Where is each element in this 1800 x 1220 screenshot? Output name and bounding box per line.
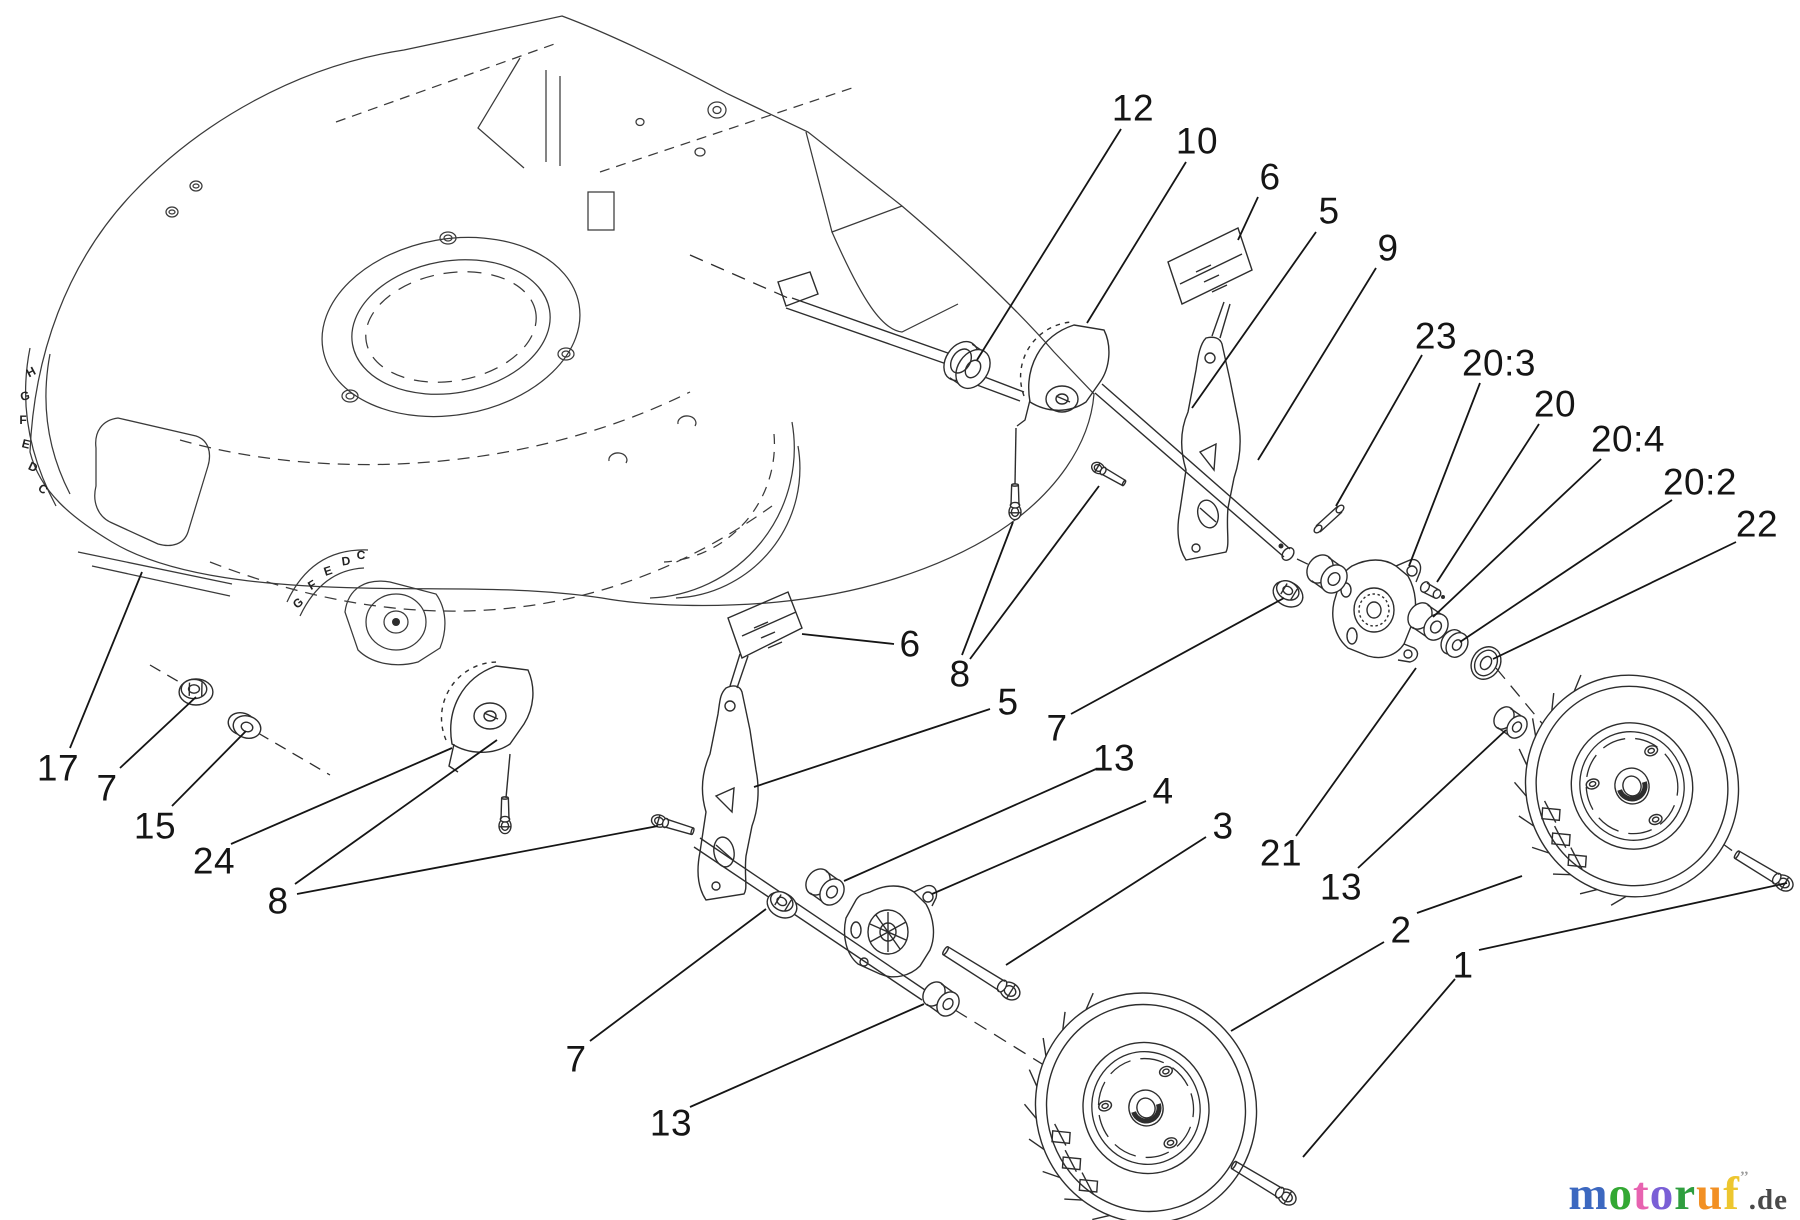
height-scale-letter: D [341, 553, 352, 568]
leader-line [1257, 267, 1377, 461]
mower-deck [25, 15, 1095, 666]
leader-line [1070, 597, 1285, 715]
height-scale-letter: E [20, 436, 31, 452]
assembly-axes [149, 254, 1735, 1163]
leader-line [961, 521, 1014, 656]
logo-letter: o [1608, 1168, 1634, 1220]
leader-line [1416, 875, 1523, 914]
leader-line [1191, 231, 1317, 409]
leader-line [1459, 499, 1673, 643]
leader-line [969, 485, 1100, 660]
leader-line [296, 825, 659, 895]
height-scale-letter: E [322, 563, 334, 579]
leader-line [294, 739, 498, 885]
leader-line [69, 571, 143, 749]
leader-line [1492, 541, 1737, 660]
logo-trademark: ’’ [1739, 1169, 1749, 1185]
callout-label: 9 [1377, 228, 1398, 269]
callout-label: 21 [1260, 833, 1302, 874]
logo-letter: m [1568, 1168, 1609, 1220]
callout-label: 15 [134, 806, 176, 847]
callout-label: 13 [1320, 867, 1362, 908]
leader-line [230, 747, 453, 845]
leader-line [1335, 354, 1423, 507]
upper-sector-gear [1014, 321, 1110, 485]
lower-height-lever [697, 591, 803, 901]
leader-line [1295, 667, 1417, 837]
ring-bolts [341, 231, 575, 403]
callout-label: 13 [650, 1103, 692, 1144]
leader-line [1357, 729, 1507, 869]
lower-hub-casting [843, 884, 938, 978]
logo-letter: u [1696, 1168, 1724, 1220]
callout-label: 12 [1112, 88, 1154, 129]
leader-line [1478, 882, 1788, 951]
leader-line [119, 696, 197, 769]
roll-pin [1313, 504, 1345, 534]
lower-sector-gear [440, 661, 534, 799]
leader-line [171, 730, 247, 807]
leader-line [1432, 458, 1602, 618]
logo-suffix: .de [1748, 1184, 1788, 1216]
lower-axle-rod [693, 837, 929, 1001]
leader-line [1237, 196, 1259, 241]
blade-ring [321, 236, 581, 418]
upper-height-lever [1167, 227, 1253, 561]
callout-label: 7 [565, 1039, 586, 1080]
callout-label: 6 [1259, 157, 1280, 198]
leader-line [589, 908, 767, 1042]
callout-label: 22 [1736, 504, 1778, 545]
leader-line [689, 1003, 925, 1108]
callout-label: 6 [899, 624, 920, 665]
rear-wheel [1513, 674, 1740, 906]
height-scale-letter: C [35, 481, 51, 498]
callout-label: 1 [1452, 945, 1473, 986]
callout-label: 5 [1318, 191, 1339, 232]
logo-letter: t [1633, 1168, 1650, 1220]
leader-line [931, 800, 1147, 895]
logo-letter: o [1649, 1168, 1675, 1220]
leader-line [1230, 941, 1385, 1032]
callout-label: 10 [1176, 121, 1218, 162]
leader-line [753, 708, 991, 788]
callout-label: 23 [1415, 316, 1457, 357]
leader-line [1086, 161, 1187, 324]
callout-label: 24 [193, 841, 235, 882]
leader-line [976, 128, 1122, 361]
leader-line [1005, 836, 1207, 966]
front-wheel [1023, 992, 1258, 1220]
grease-fitting [1419, 581, 1445, 599]
height-scale-letter: C [356, 548, 365, 562]
callout-label: 13 [1093, 738, 1135, 779]
callout-label: 5 [997, 682, 1018, 723]
leader-line [1408, 382, 1481, 567]
motoruf-logo[interactable]: motoruf’’.de [1568, 1170, 1788, 1218]
callout-label: 8 [949, 654, 970, 695]
ball-bearing [1470, 646, 1502, 680]
callout-label: 20:2 [1663, 462, 1737, 503]
callout-label: 7 [96, 768, 117, 809]
callout-label: 3 [1212, 806, 1233, 847]
callout-label: 4 [1152, 771, 1173, 812]
callout-label: 20:4 [1591, 419, 1665, 460]
callout-label: 20 [1534, 384, 1576, 425]
leader-line [843, 768, 1097, 882]
leader-line [801, 633, 895, 645]
height-scale-letter: G [19, 388, 31, 404]
leader-line [1436, 423, 1540, 583]
callout-label: 20:3 [1462, 343, 1536, 384]
logo-letter: f [1723, 1168, 1740, 1220]
upper-axle-rod [777, 271, 1295, 561]
logo-letter: r [1674, 1168, 1697, 1220]
leader-line [1302, 978, 1456, 1158]
height-scale-letter: F [19, 413, 26, 427]
callout-label: 17 [37, 748, 79, 789]
callout-label: 7 [1046, 708, 1067, 749]
callout-label: 8 [267, 881, 288, 922]
callout-label: 2 [1390, 910, 1411, 951]
